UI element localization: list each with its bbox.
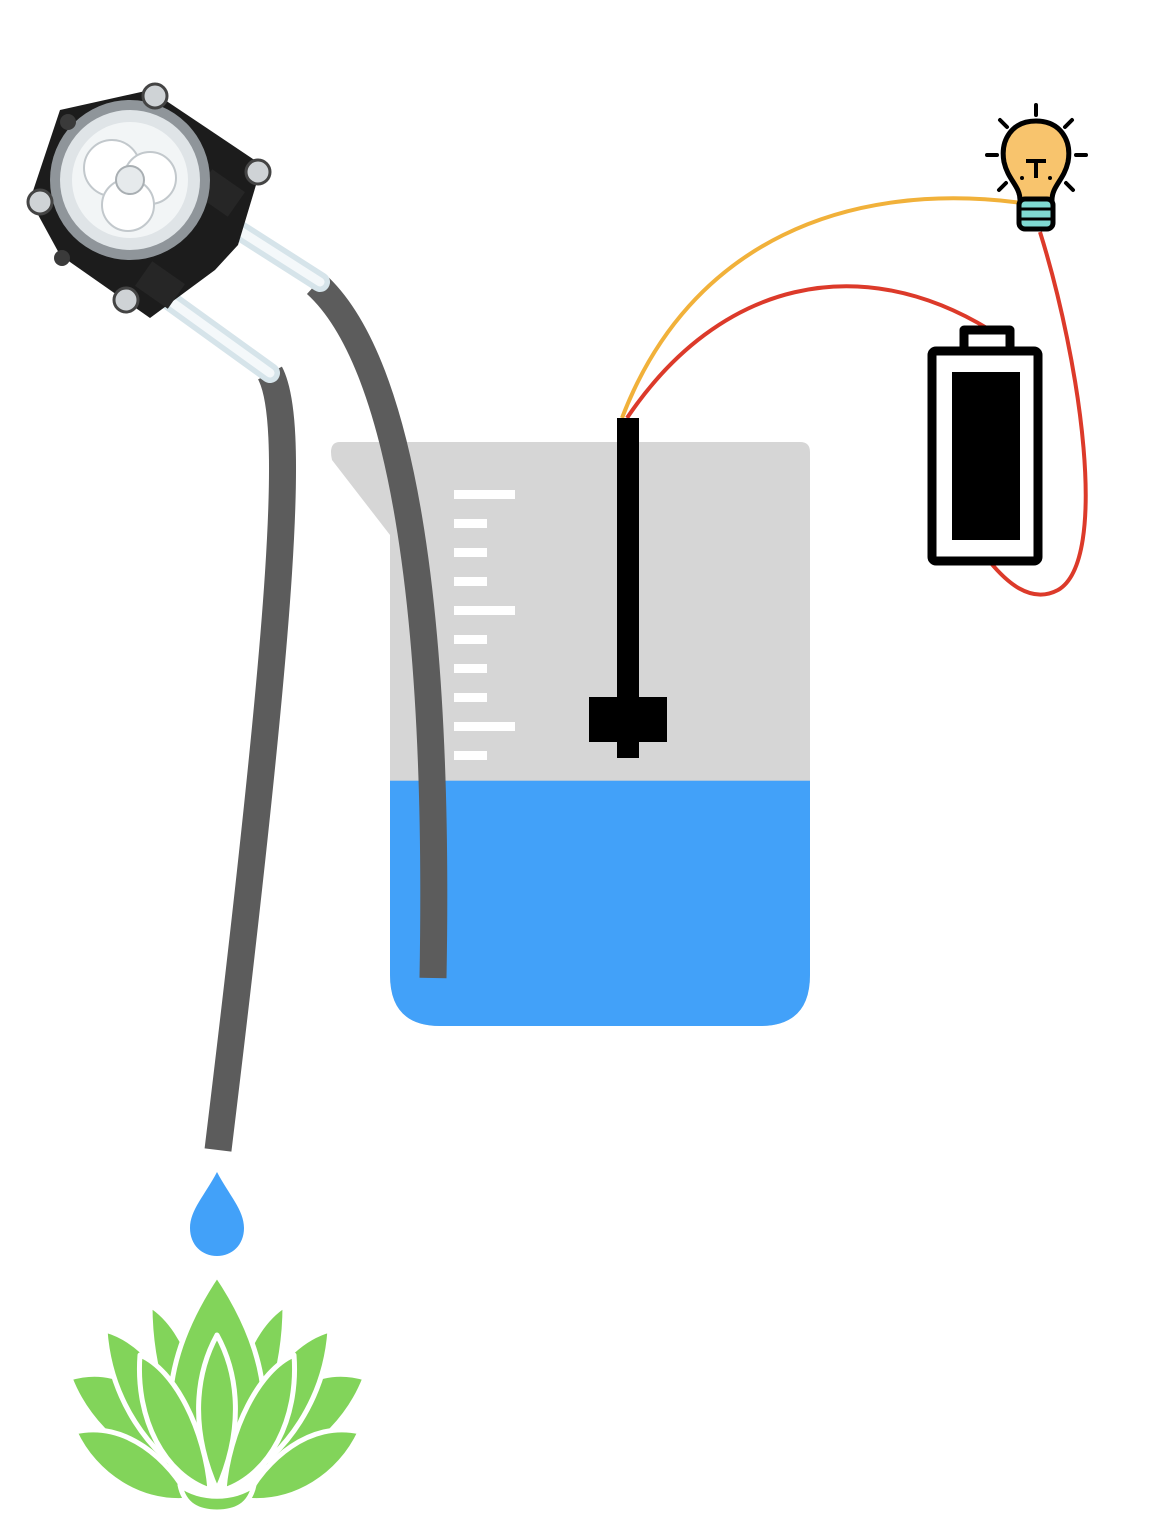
inlet-tube — [306, 274, 448, 979]
beaker-graduations — [454, 490, 515, 760]
wire-orange — [620, 196, 1023, 419]
wire-red-bulb-battery — [988, 231, 1088, 597]
probe-sensor-icon — [589, 418, 667, 758]
light-bulb-icon — [985, 103, 1088, 232]
beaker-water — [331, 780, 810, 1026]
outlet-tube — [204, 366, 297, 1152]
battery-icon — [927, 325, 1043, 566]
peristaltic-pump-icon — [26, 82, 330, 383]
lotus-plant-icon — [67, 1272, 368, 1515]
beaker — [331, 442, 810, 1026]
wire-red-sensor-battery — [625, 284, 992, 420]
water-drop-icon — [190, 1172, 244, 1256]
